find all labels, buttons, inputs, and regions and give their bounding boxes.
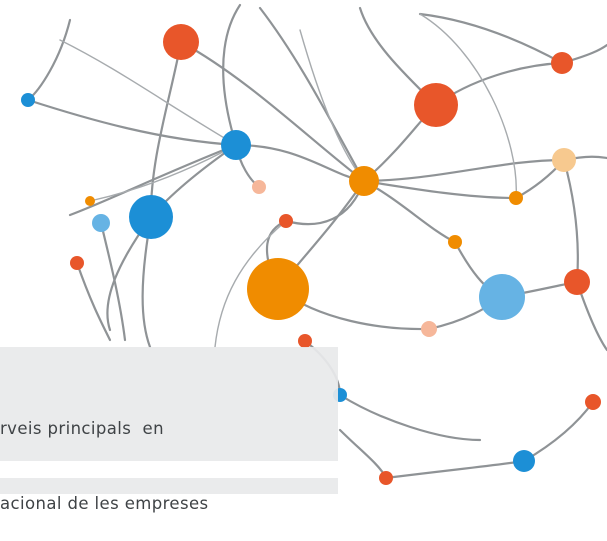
- node-pale-orange: [552, 148, 576, 172]
- node-red-orange: [163, 24, 199, 60]
- node-red-orange: [379, 471, 393, 485]
- node-red-orange: [564, 269, 590, 295]
- network-nodes: [21, 24, 601, 485]
- node-peach: [252, 180, 266, 194]
- network-illustration: [21, 3, 607, 485]
- node-red-orange: [70, 256, 84, 270]
- node-light-blue: [92, 214, 110, 232]
- node-orange: [349, 166, 379, 196]
- node-orange: [509, 191, 523, 205]
- node-orange: [448, 235, 462, 249]
- services-panel-line-2: acional de les empreses: [0, 494, 209, 513]
- node-red-orange: [279, 214, 293, 228]
- services-panel: [0, 347, 338, 461]
- node-orange: [85, 196, 95, 206]
- node-red-orange: [585, 394, 601, 410]
- node-red-orange: [551, 52, 573, 74]
- node-blue: [513, 450, 535, 472]
- node-peach: [421, 321, 437, 337]
- node-blue: [221, 130, 251, 160]
- node-light-blue: [479, 274, 525, 320]
- services-panel-line-1: rveis principals en: [0, 419, 164, 438]
- node-blue: [21, 93, 35, 107]
- node-red-orange: [414, 83, 458, 127]
- node-blue: [129, 195, 173, 239]
- node-red-orange: [298, 334, 312, 348]
- secondary-panel: [0, 478, 338, 494]
- node-orange: [247, 258, 309, 320]
- services-panel-text: rveis principals en acional de les empre…: [0, 366, 330, 541]
